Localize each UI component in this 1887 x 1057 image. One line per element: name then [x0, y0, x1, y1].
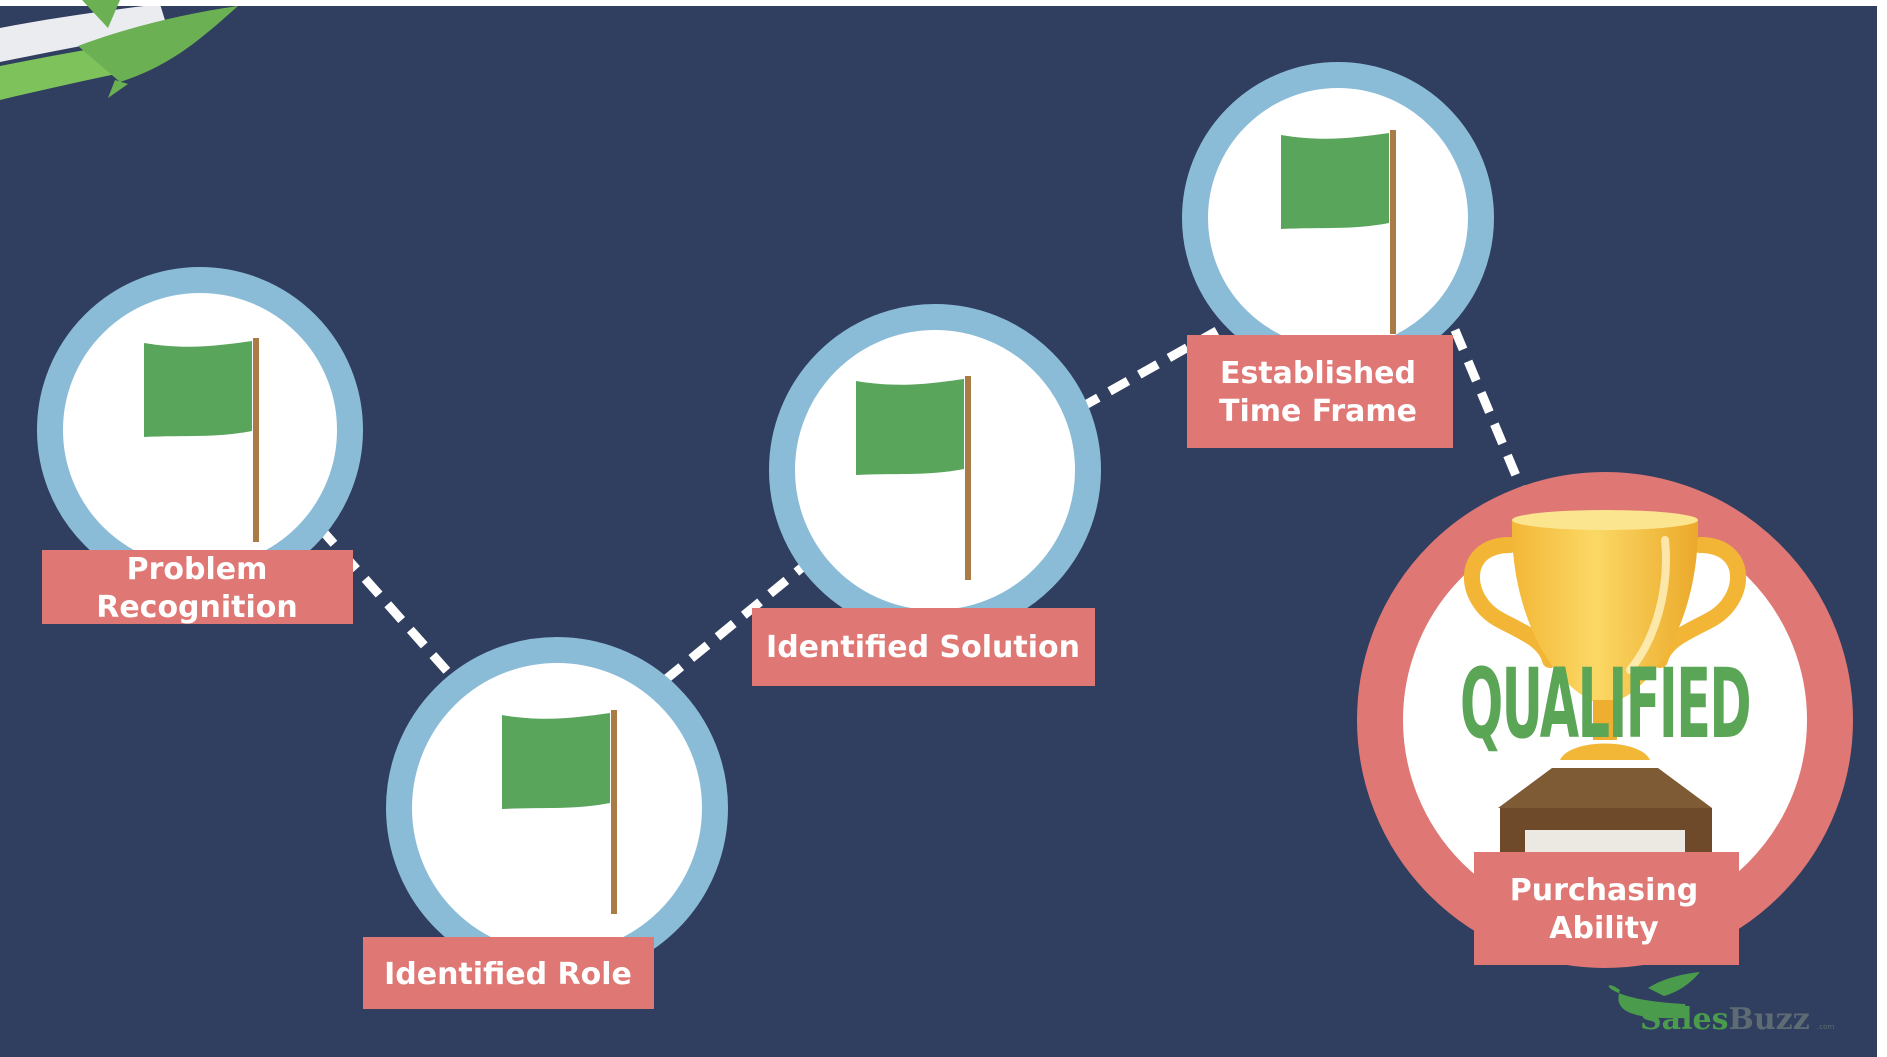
step-problem-recognition: Problem Recognition: [37, 267, 363, 625]
step-label-line-2: Time Frame: [1219, 394, 1417, 429]
salesbuzz-logo: SalesBuzz .com: [1608, 972, 1834, 1037]
logo-name-part1: Sales: [1640, 1002, 1728, 1037]
logo-rocket-icon: [1648, 972, 1700, 996]
final-label-line-1: Purchasing: [1510, 873, 1699, 908]
final-label-box: [1474, 852, 1739, 965]
step-label-line-1: Established: [1220, 356, 1416, 391]
step-established-time-frame: Established Time Frame: [1182, 62, 1494, 448]
connectors: [316, 324, 1527, 684]
trophy-icon: [1463, 510, 1747, 860]
logo-swoosh-icon: [1608, 985, 1688, 1019]
step-label-line-1: Identified Role: [384, 957, 632, 992]
step-label-box: [42, 550, 353, 624]
logo-suffix: .com: [1817, 1023, 1834, 1031]
connector-4: [1450, 328, 1527, 492]
rocket-icon: [0, 0, 238, 100]
logo-name-part2: Buzz: [1728, 1002, 1809, 1037]
logo-text: SalesBuzz: [1640, 1002, 1810, 1037]
step-identified-role: Identified Role: [363, 637, 728, 1009]
step-circle: [386, 637, 728, 979]
step-label-box: [752, 608, 1095, 686]
step-label-line-1: Problem: [127, 552, 268, 587]
final-purchasing-ability: QUALIFIED Purchasing Ability: [1357, 472, 1853, 968]
final-label-line-2: Ability: [1549, 911, 1659, 946]
qualified-stamp: QUALIFIED: [1460, 648, 1750, 760]
step-identified-solution: Identified Solution: [752, 304, 1101, 686]
connector-3: [1077, 324, 1225, 412]
step-label-box: [363, 937, 654, 1009]
connector-2: [662, 561, 808, 684]
step-label-line-1: Identified Solution: [766, 630, 1080, 665]
step-label-line-2: Recognition: [96, 590, 298, 625]
step-label-box: [1187, 335, 1453, 448]
